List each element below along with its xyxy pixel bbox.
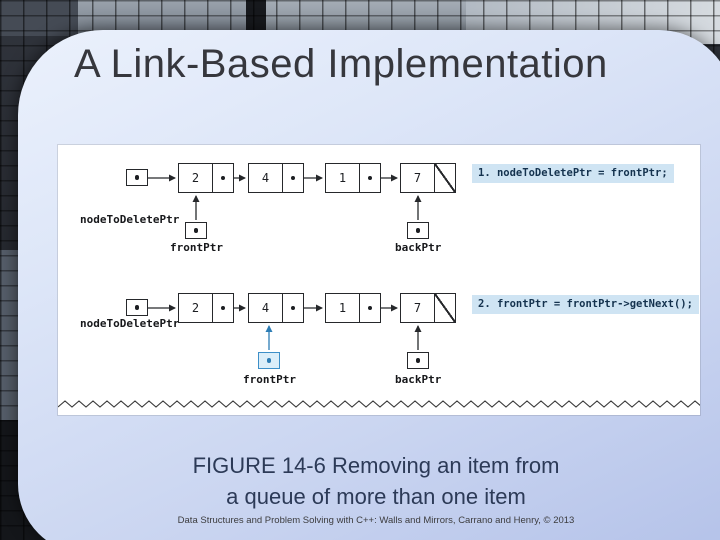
list-node: 7 <box>400 163 456 193</box>
torn-edge-zigzag <box>58 400 700 408</box>
pointer-dot <box>415 228 421 233</box>
caption-line-1: FIGURE 14-6 Removing an item from <box>192 453 560 478</box>
slide: A Link-Based Implementation <box>18 30 720 540</box>
slide-title: A Link-Based Implementation <box>74 42 608 86</box>
back-ptr-box-step2 <box>407 352 429 369</box>
front-ptr-label-step1: frontPtr <box>170 241 223 254</box>
front-ptr-box-step2 <box>258 352 280 369</box>
pointer-dot <box>193 228 199 233</box>
back-ptr-box-step1 <box>407 222 429 239</box>
pointer-dot <box>290 305 296 311</box>
credit-line: Data Structures and Problem Solving with… <box>177 515 575 526</box>
pointer-dot <box>367 305 373 311</box>
back-ptr-label-step2: backPtr <box>395 373 442 386</box>
pointer-dot <box>266 358 272 363</box>
pointer-dot <box>134 175 140 180</box>
list-node: 1 <box>325 163 381 193</box>
list-node: 4 <box>248 163 304 193</box>
code-step1: 1. nodeToDeletePtr = frontPtr; <box>472 164 674 183</box>
pointer-dot <box>290 175 296 181</box>
node-to-delete-ptr-label-step1: nodeToDeletePtr <box>80 213 180 226</box>
pointer-dot <box>134 305 140 310</box>
list-node: 2 <box>178 163 234 193</box>
front-ptr-box-step1 <box>185 222 207 239</box>
node-value: 2 <box>179 164 213 192</box>
front-ptr-label-step2: frontPtr <box>243 373 296 386</box>
node-next-pointer <box>283 164 303 192</box>
figure-image: nodeToDeletePtr 2 4 1 7 1. nodeToDeleteP… <box>58 145 700 415</box>
node-next-pointer <box>213 294 233 322</box>
node-value: 4 <box>249 294 283 322</box>
node-value: 7 <box>401 164 435 192</box>
list-node: 1 <box>325 293 381 323</box>
node-value: 1 <box>326 164 360 192</box>
pointer-dot <box>415 358 421 363</box>
node-null-pointer <box>435 164 455 192</box>
node-value: 7 <box>401 294 435 322</box>
node-next-pointer <box>360 294 380 322</box>
back-ptr-label-step1: backPtr <box>395 241 442 254</box>
node-to-delete-ptr-label-step2: nodeToDeletePtr <box>80 317 180 330</box>
node-next-pointer <box>213 164 233 192</box>
code-step2: 2. frontPtr = frontPtr->getNext(); <box>472 295 699 314</box>
node-next-pointer <box>360 164 380 192</box>
pointer-dot <box>220 305 226 311</box>
pointer-dot <box>220 175 226 181</box>
caption-line-2: a queue of more than one item <box>226 484 526 509</box>
node-next-pointer <box>283 294 303 322</box>
list-node: 4 <box>248 293 304 323</box>
list-node: 7 <box>400 293 456 323</box>
pointer-dot <box>367 175 373 181</box>
node-to-delete-ptr-box-step2 <box>126 299 148 316</box>
node-value: 4 <box>249 164 283 192</box>
node-value: 2 <box>179 294 213 322</box>
node-null-pointer <box>435 294 455 322</box>
node-value: 1 <box>326 294 360 322</box>
figure-caption: FIGURE 14-6 Removing an item from a queu… <box>18 450 720 512</box>
list-node: 2 <box>178 293 234 323</box>
node-to-delete-ptr-box-step1 <box>126 169 148 186</box>
